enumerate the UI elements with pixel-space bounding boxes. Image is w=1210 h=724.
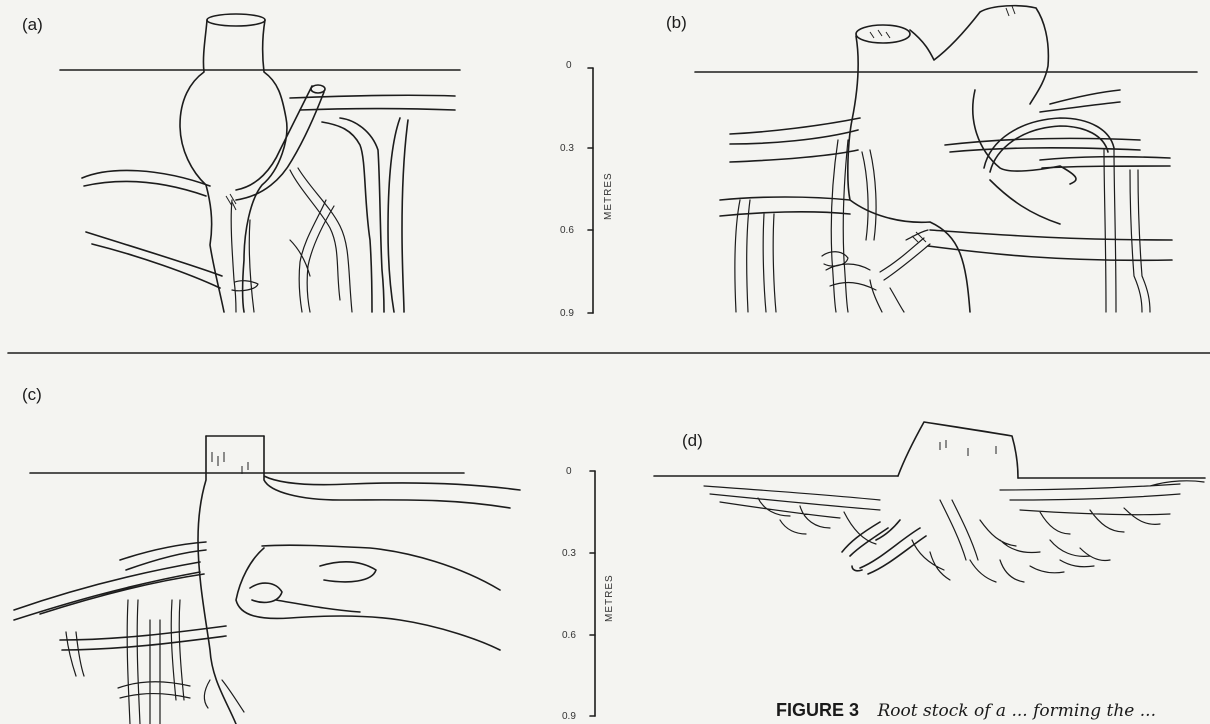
stump-d bbox=[898, 422, 1018, 478]
scale-bottom-tick-3: 0.9 bbox=[562, 711, 576, 722]
caption-title: FIGURE 3 bbox=[776, 700, 859, 720]
stump-b-right-body bbox=[973, 90, 1076, 184]
tangled-roots-b bbox=[822, 230, 930, 312]
panel-b-label: (b) bbox=[666, 13, 687, 32]
stump-b bbox=[848, 6, 1049, 312]
lateral-roots-a bbox=[82, 95, 455, 312]
panel-d-label: (d) bbox=[682, 431, 703, 450]
scale-top-tick-0: 0 bbox=[566, 60, 572, 71]
scale-bottom-tick-1: 0.3 bbox=[562, 548, 576, 559]
bent-root-a bbox=[236, 86, 324, 200]
scale-bottom-tick-0: 0 bbox=[566, 466, 572, 477]
panel-b: (b) bbox=[666, 6, 1197, 312]
scale-bottom-title: METRES bbox=[604, 574, 615, 622]
root-mass-c bbox=[236, 545, 500, 650]
lateral-roots-c bbox=[14, 542, 226, 650]
spreading-roots-d bbox=[704, 481, 1204, 582]
scale-top-tick-2: 0.6 bbox=[560, 225, 574, 236]
figure-caption: FIGURE 3 Root stock of a ... forming the… bbox=[776, 700, 1156, 721]
scale-top-title: METRES bbox=[603, 172, 614, 220]
scale-bottom-tick-2: 0.6 bbox=[562, 630, 576, 641]
stump-b-left-top bbox=[856, 25, 910, 43]
scale-top-tick-3: 0.9 bbox=[560, 308, 574, 319]
ground-line-d bbox=[654, 476, 1205, 478]
panel-c: (c) bbox=[14, 385, 520, 724]
vertical-roots-c bbox=[66, 600, 190, 724]
scale-bottom: 0 0.3 0.6 0.9 METRES bbox=[562, 466, 615, 722]
panel-a-label: (a) bbox=[22, 15, 43, 34]
svg-text:FIGURE 3 Root stock of a: FIGURE 3 Root stock of a ... forming the… bbox=[776, 700, 1156, 721]
panel-a: (a) bbox=[22, 14, 460, 312]
panel-c-label: (c) bbox=[22, 385, 42, 404]
stump-a-top bbox=[207, 14, 265, 26]
caption-text: Root stock of a ... forming the ... bbox=[876, 701, 1156, 721]
loop-root-b bbox=[984, 118, 1114, 224]
scale-top: 0 0.3 0.6 0.9 METRES bbox=[560, 60, 614, 319]
braided-roots-a bbox=[231, 168, 352, 312]
scale-top-tick-1: 0.3 bbox=[560, 143, 574, 154]
panel-d: (d) bbox=[654, 422, 1205, 582]
